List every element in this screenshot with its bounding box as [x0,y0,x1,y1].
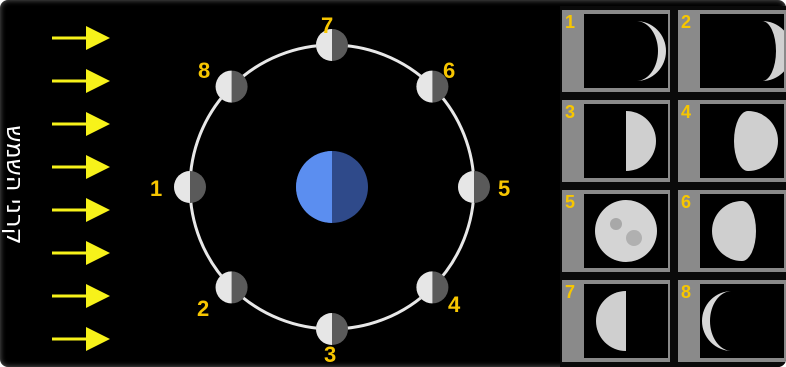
phase-number-1: 1 [565,12,576,32]
phase-panel-1: 1 [562,10,670,92]
phase-moon-7 [596,291,626,351]
phase-moon-6 [712,201,756,261]
orbit-number-5: 5 [498,176,510,201]
phase-number-6: 6 [681,192,692,212]
sun-rays [52,26,110,351]
orbit-moon-7 [316,313,348,345]
phase-moon-5 [595,200,657,262]
orbit-moon-2 [215,70,248,103]
phase-number-7: 7 [565,282,576,302]
phase-panel-5: 5 [562,190,670,272]
phase-number-4: 4 [681,102,692,122]
phase-moon-1 [636,21,666,81]
phase-panel-8: 8 [678,280,786,362]
phase-panel-2: 2 [678,10,786,92]
earth [296,151,368,223]
phase-moon-8 [702,291,732,351]
phase-number-3: 3 [565,102,576,122]
phase-moon-4 [734,111,778,171]
phase-moon-2 [762,21,784,81]
orbit-number-7: 7 [321,13,333,38]
phase-panel-7: 7 [562,280,670,362]
phase-panel-4: 4 [678,100,786,182]
orbit-moons [174,29,490,345]
orbit-moon-4 [416,70,449,103]
moon-phase-panels: 1 2 3 4 5 6 7 8 [560,6,786,367]
phase-number-2: 2 [681,12,692,32]
orbit-moon-5 [458,171,490,203]
phase-panel-3: 3 [562,100,670,182]
orbit-diagram: 1 2 3 4 5 6 7 8 [52,13,510,367]
phase-panel-6: 6 [678,190,786,272]
phase-number-8: 8 [681,282,692,302]
orbit-number-3: 3 [324,342,336,367]
orbit-number-8: 8 [198,58,210,83]
orbit-moon-6 [416,271,449,304]
orbit-number-6: 6 [443,58,455,83]
orbit-number-4: 4 [448,292,461,317]
orbit-moon-8 [215,271,248,304]
orbit-number-2: 2 [197,296,209,321]
orbit-moon-1 [174,171,206,203]
orbit-number-1: 1 [150,176,162,201]
phase-moon-3 [626,111,656,171]
orbit-moon-3 [316,29,348,61]
phase-number-5: 5 [565,192,576,212]
